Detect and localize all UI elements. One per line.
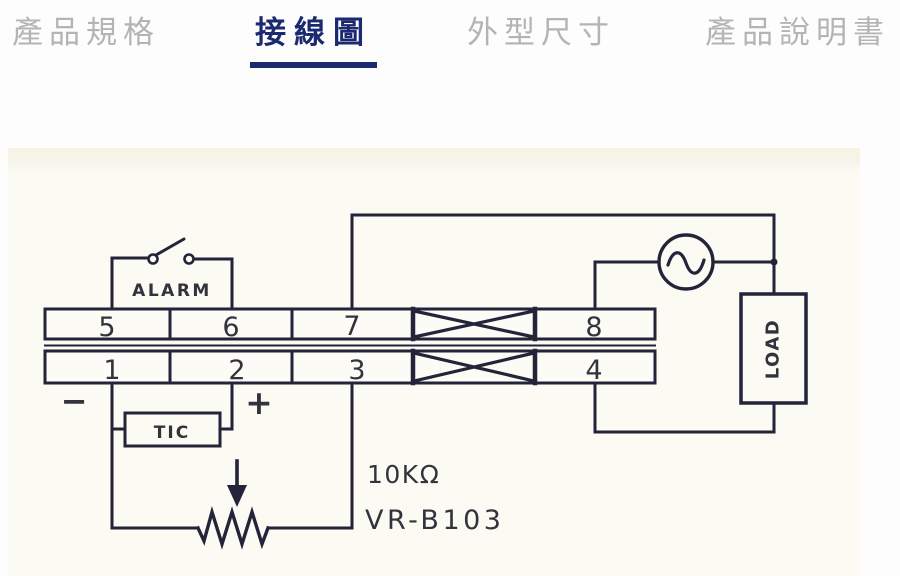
terminal-8: 8 [585, 312, 602, 343]
tab-wiring-diagram[interactable]: 接線圖 [250, 14, 377, 68]
terminal-3: 3 [348, 355, 365, 386]
wire-terminal1-down [110, 381, 200, 530]
part-number-label: VR-B103 [365, 505, 504, 536]
tab-product-manual[interactable]: 產品說明書 [705, 15, 890, 50]
alarm-label: ALARM [132, 281, 212, 301]
load-label: LOAD [763, 319, 784, 380]
wire-resistor-to-terminal3 [266, 381, 354, 530]
terminal-strip [43, 306, 657, 386]
wire-tic-to-terminal2 [218, 381, 234, 431]
tic-box [123, 411, 222, 448]
terminal-6: 6 [222, 312, 239, 343]
product-tab-bar: 產品規格 接線圖 外型尺寸 產品說明書 [0, 0, 900, 90]
terminal-5: 5 [98, 312, 115, 343]
terminal-7: 7 [343, 311, 360, 342]
x-crossed-terminal-icon [410, 306, 538, 386]
alarm-switch-icon [110, 237, 234, 312]
tab-dimensions[interactable]: 外型尺寸 [467, 15, 615, 50]
wire-terminal8-to-ac [593, 260, 660, 312]
tic-label: TIC [154, 423, 190, 443]
wire-terminal7-to-load [350, 213, 776, 312]
plus-polarity-label: + [245, 383, 273, 422]
terminal-1: 1 [103, 355, 120, 386]
wire-load-to-terminal4 [593, 381, 776, 434]
ac-source-sine-icon [657, 233, 715, 291]
resistance-value-label: 10KΩ [367, 460, 440, 489]
junction-dot [770, 258, 778, 266]
terminal-2: 2 [228, 355, 245, 386]
down-arrow-icon [227, 459, 247, 507]
load-box [739, 292, 808, 405]
minus-polarity-label: − [61, 382, 88, 420]
terminal-4: 4 [585, 355, 602, 386]
resistor-zigzag-icon [195, 505, 271, 550]
tab-product-specs[interactable]: 產品規格 [12, 15, 160, 50]
